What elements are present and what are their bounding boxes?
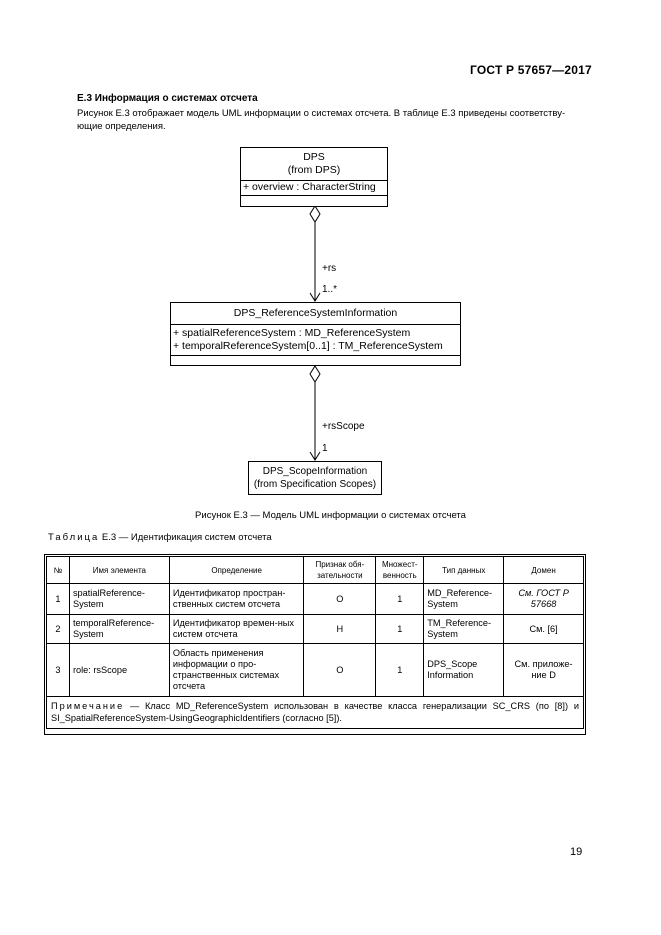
- class-dps: DPS (from DPS) + overview : CharacterStr…: [240, 147, 388, 207]
- cell-element-name: spatialReference-System: [68, 583, 170, 615]
- header-multiplicity: Множест-венность: [375, 556, 425, 584]
- intro-line-2: ющие определения.: [77, 121, 166, 132]
- cell-domain: См. [6]: [503, 614, 584, 644]
- aggregation-diamond-2: [309, 365, 321, 383]
- class-dps-operations: [241, 196, 387, 207]
- standard-number: ГОСТ Р 57657—2017: [470, 63, 592, 77]
- assoc2-role: +rsScope: [322, 421, 365, 432]
- header-obligation: Признак обя-зательности: [303, 556, 377, 584]
- class-rsi-operations: [171, 356, 460, 366]
- cell-domain: См. приложе-ние D: [503, 643, 584, 697]
- assoc1-role: +rs: [322, 263, 337, 274]
- note-label: Примечание: [51, 701, 125, 711]
- cell-obligation: Н: [303, 614, 377, 644]
- table-header-row: № Имя элемента Определение Признак обя-з…: [46, 556, 584, 584]
- table-row: 2 temporalReference-System Идентификатор…: [46, 614, 584, 644]
- figure-caption: Рисунок Е.3 — Модель UML информации о си…: [195, 510, 466, 521]
- cell-element-name: role: rsScope: [68, 643, 170, 697]
- class-dps-source: (from DPS): [287, 164, 341, 176]
- note-text: — Класс MD_ReferenceSystem использован в…: [51, 701, 579, 723]
- cell-domain: См. ГОСТ Р 57668: [503, 583, 584, 615]
- class-scope-information: DPS_ScopeInformation (from Specification…: [248, 461, 382, 495]
- class-rsi-name: DPS_ReferenceSystemInformation: [171, 303, 460, 325]
- page-number: 19: [570, 846, 583, 858]
- class-reference-system-information: DPS_ReferenceSystemInformation + spatial…: [170, 302, 461, 366]
- cell-definition: Область применения информации о про-стра…: [168, 643, 305, 697]
- cell-data-type: DPS_Scope Information: [423, 643, 505, 697]
- cell-multiplicity: 1: [375, 614, 425, 644]
- cell-data-type: TM_Reference-System: [423, 614, 505, 644]
- header-number: №: [46, 556, 70, 584]
- class-rsi-attr-temporal: + temporalReferenceSystem[0..1] : TM_Ref…: [173, 340, 443, 352]
- cell-data-type: MD_Reference-System: [423, 583, 505, 615]
- table-caption: Таблица Е.3 — Идентификация систем отсче…: [48, 532, 272, 543]
- cell-definition: Идентификатор времен-ных систем отсчета: [168, 614, 305, 644]
- cell-multiplicity: 1: [375, 583, 425, 615]
- aggregation-diamond-1: [309, 205, 321, 223]
- assoc2-multiplicity: 1: [322, 443, 328, 454]
- arrowhead-2: [309, 451, 321, 461]
- cell-multiplicity: 1: [375, 643, 425, 697]
- table-caption-label: Таблица: [48, 532, 100, 543]
- table-note-row: Примечание — Класс MD_ReferenceSystem ис…: [46, 696, 584, 729]
- cell-definition: Идентификатор простран-ственных систем о…: [168, 583, 305, 615]
- header-domain: Домен: [503, 556, 584, 584]
- header-definition: Определение: [168, 556, 305, 584]
- table-row: 3 role: rsScope Область применения инфор…: [46, 643, 584, 697]
- class-dps-name: DPS: [303, 151, 325, 163]
- class-scope-source: (from Specification Scopes): [253, 479, 377, 490]
- header-element-name: Имя элемента: [68, 556, 170, 584]
- table-note: Примечание — Класс MD_ReferenceSystem ис…: [46, 696, 584, 729]
- arrowhead-1: [309, 292, 321, 302]
- cell-number: 1: [46, 583, 70, 615]
- section-heading: Е.3 Информация о системах отсчета: [77, 93, 258, 104]
- class-rsi-attr-spatial: + spatialReferenceSystem : MD_ReferenceS…: [173, 327, 411, 339]
- cell-number: 2: [46, 614, 70, 644]
- cell-obligation: О: [303, 643, 377, 697]
- table-row: 1 spatialReference-System Идентификатор …: [46, 583, 584, 615]
- cell-obligation: О: [303, 583, 377, 615]
- table-caption-text: Е.3 — Идентификация систем отсчета: [101, 532, 272, 543]
- class-dps-attribute: + overview : CharacterString: [241, 181, 387, 196]
- reference-systems-table: № Имя элемента Определение Признак обя-з…: [46, 556, 584, 729]
- cell-element-name: temporalReference-System: [68, 614, 170, 644]
- cell-number: 3: [46, 643, 70, 697]
- header-data-type: Тип данных: [423, 556, 505, 584]
- intro-line-1: Рисунок Е.3 отображает модель UML информ…: [77, 108, 566, 119]
- uml-connectors: [309, 205, 321, 461]
- assoc1-multiplicity: 1..*: [322, 284, 338, 295]
- class-scope-name: DPS_ScopeInformation: [262, 466, 368, 477]
